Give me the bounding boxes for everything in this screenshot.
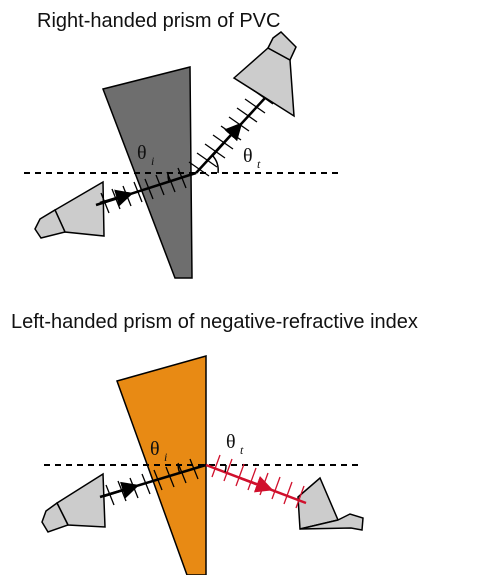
theta-t-label: θ [243, 145, 253, 167]
theta-t-label-bottom: θ [226, 431, 236, 453]
receiver-horn-antenna-bottom [297, 476, 364, 531]
theta-t-subscript-bottom: t [240, 443, 244, 457]
top-diagram: θ i θ t [24, 31, 340, 279]
theta-i-subscript-bottom: i [164, 450, 167, 464]
theta-t-arc [211, 154, 219, 174]
theta-i-label-bottom: θ [150, 438, 160, 460]
bottom-diagram: θ i θ t [41, 355, 364, 575]
refracted-beam-arrow [239, 475, 274, 493]
theta-t-subscript: t [257, 157, 261, 171]
theta-t-arc-bottom [224, 464, 227, 473]
theta-i-arc [167, 172, 170, 183]
receiver-horn-antenna [232, 31, 297, 118]
source-horn-antenna-bottom [41, 472, 106, 533]
top-diagram-title: Right-handed prism of PVC [37, 10, 281, 32]
transmitted-beam-arrow [211, 122, 243, 157]
incident-wavefronts [100, 167, 187, 214]
source-horn-antenna [34, 180, 105, 239]
incident-wavefronts-bottom [105, 458, 199, 506]
theta-i-label: θ [137, 142, 147, 164]
theta-i-arc-bottom [177, 464, 181, 475]
theta-i-subscript: i [151, 154, 154, 168]
transmitted-wavefronts [188, 89, 274, 177]
bottom-diagram-title: Left-handed prism of negative-refractive… [11, 311, 418, 333]
refracted-wavefronts [211, 454, 305, 509]
left-handed-prism [116, 355, 207, 575]
